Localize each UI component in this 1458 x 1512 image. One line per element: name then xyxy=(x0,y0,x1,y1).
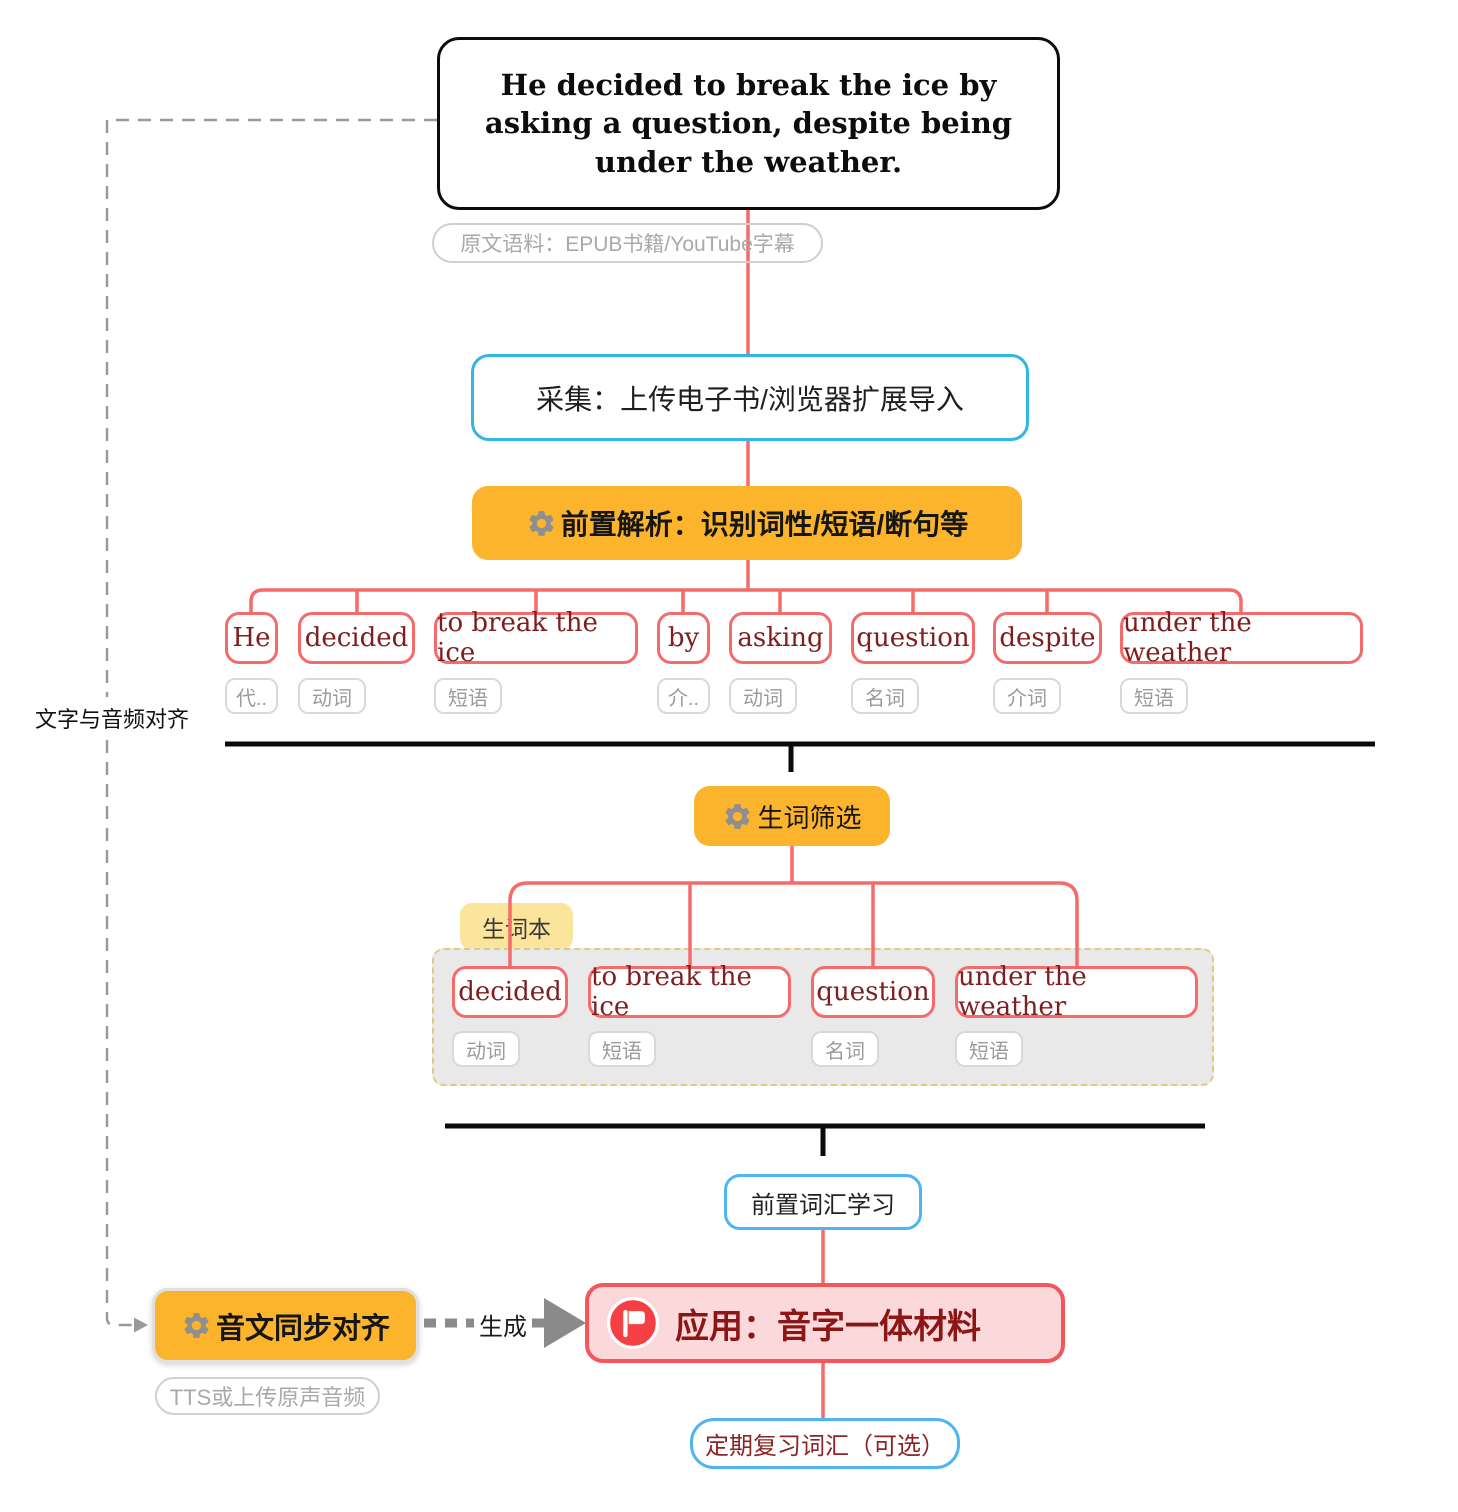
pos-tag: 短语 xyxy=(1120,678,1188,714)
new-word-node[interactable]: under the weather xyxy=(955,962,1198,1022)
feedback-dashed-top xyxy=(105,118,437,697)
pos-tag: 短语 xyxy=(434,678,502,714)
feedback-arrowhead xyxy=(134,1317,148,1333)
parse-step-node[interactable]: 前置解析：识别词性/短语/断句等 xyxy=(472,486,1022,560)
collect-step-node[interactable]: 采集：上传电子书/浏览器扩展导入 xyxy=(471,354,1029,441)
feedback-dashed-bottom xyxy=(105,740,134,1327)
word-node[interactable]: by xyxy=(657,612,710,664)
source-note-pill: 原文语料：EPUB书籍/YouTube字幕 xyxy=(432,223,823,263)
filter-step-node[interactable]: 生词筛选 xyxy=(694,786,890,846)
pos-tag: 动词 xyxy=(298,678,366,714)
prelearn-step-node[interactable]: 前置词汇学习 xyxy=(724,1174,922,1230)
filter-step-label: 生词筛选 xyxy=(757,802,862,833)
connector-filter-bus xyxy=(508,881,1079,966)
gear-icon xyxy=(725,803,751,829)
review-step-node[interactable]: 定期复习词汇（可选） xyxy=(690,1418,960,1469)
gear-icon xyxy=(529,510,554,536)
pos-tag: 代.. xyxy=(225,678,278,714)
connector-parse-bus xyxy=(249,588,1243,612)
wordbook-tab[interactable]: 生词本 xyxy=(460,903,573,950)
word-node[interactable]: asking xyxy=(729,612,832,664)
word-node[interactable]: to break the ice xyxy=(434,608,638,668)
source-sentence-node[interactable]: He decided to break the ice by asking a … xyxy=(437,37,1060,210)
pos-tag: 短语 xyxy=(955,1031,1023,1067)
pos-tag: 名词 xyxy=(811,1031,879,1067)
audio-text-align-annotation: 文字与音频对齐 xyxy=(25,703,199,733)
pos-tag: 动词 xyxy=(452,1031,520,1067)
pos-tag: 介.. xyxy=(657,678,710,714)
parse-step-label: 前置解析：识别词性/短语/断句等 xyxy=(560,509,969,540)
audio-sync-step-node[interactable]: 音文同步对齐 xyxy=(152,1288,419,1363)
apply-step-node[interactable]: 应用：音字一体材料 xyxy=(585,1283,1065,1363)
word-node[interactable]: under the weather xyxy=(1120,608,1363,668)
pos-tag: 介词 xyxy=(993,678,1061,714)
generate-arrowhead xyxy=(544,1298,586,1348)
pos-tag: 动词 xyxy=(729,678,797,714)
word-node[interactable]: question xyxy=(851,612,975,664)
word-node[interactable]: decided xyxy=(298,612,415,664)
new-word-node[interactable]: to break the ice xyxy=(588,962,791,1022)
gear-icon xyxy=(184,1313,209,1338)
audio-sync-step-label: 音文同步对齐 xyxy=(215,1312,390,1345)
word-node[interactable]: He xyxy=(225,612,278,664)
pos-tag: 短语 xyxy=(588,1031,656,1067)
audio-sync-note-pill: TTS或上传原声音频 xyxy=(155,1377,380,1415)
pos-tag: 名词 xyxy=(851,678,919,714)
new-word-node[interactable]: question xyxy=(811,966,935,1018)
apply-step-label: 应用：音字一体材料 xyxy=(675,1307,981,1346)
flag-icon xyxy=(607,1297,659,1349)
generate-arrow-label: 生成 xyxy=(474,1308,532,1341)
word-node[interactable]: despite xyxy=(993,612,1102,664)
new-word-node[interactable]: decided xyxy=(452,966,568,1018)
